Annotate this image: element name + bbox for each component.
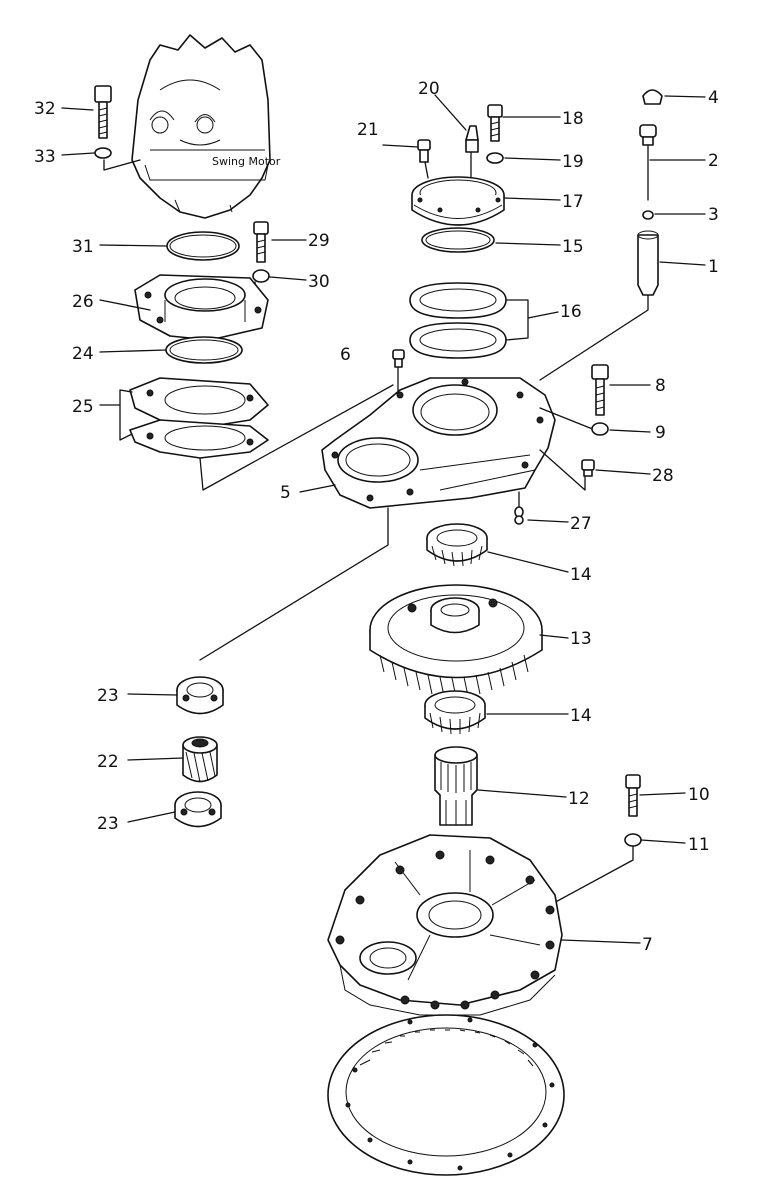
bolt-32 [94,85,112,139]
label-20: 20 [418,79,440,99]
plug-6 [392,349,405,368]
label-5: 5 [280,483,291,503]
label-16: 16 [560,302,582,322]
label-23a: 23 [97,686,119,706]
washer-9 [591,422,609,436]
shim-16 [409,282,507,359]
washer-19 [486,152,504,164]
shaft-12 [434,746,478,826]
leader-11-to-housing [549,845,634,906]
label-leaders [61,94,706,944]
leader-1-to-case [539,294,649,381]
label-14a: 14 [570,565,592,585]
washer-11 [624,833,642,847]
motor-caption: Swing Motor [212,155,281,168]
leader-28 [539,449,586,491]
label-27: 27 [570,514,592,534]
washer-33 [94,147,112,159]
bolt-29 [253,221,269,263]
washer-30 [252,269,270,283]
ring-gear [327,1014,565,1176]
label-21: 21 [357,120,379,140]
shim-25 [129,377,269,459]
leader-23-to-case [199,507,389,661]
o-ring-24 [165,336,243,364]
label-6: 6 [340,345,351,365]
label-2: 2 [708,151,719,171]
plug-28 [581,459,595,477]
bearing-23-lower [174,791,222,828]
label-29: 29 [308,231,330,251]
cap-17 [411,176,505,226]
label-9: 9 [655,423,666,443]
label-32: 32 [34,99,56,119]
label-1: 1 [708,257,719,277]
label-31: 31 [72,237,94,257]
dipstick-2 [639,124,657,201]
label-19: 19 [562,152,584,172]
case-5 [321,377,556,509]
leader-9 [539,407,601,433]
label-33: 33 [34,147,56,167]
part-number-labels: 32 33 31 26 24 25 29 30 21 20 18 19 17 1… [34,79,719,955]
label-11: 11 [688,835,710,855]
cap-4 [642,89,663,105]
label-13: 13 [570,629,592,649]
bolt-10 [625,774,641,817]
o-ring-3 [642,210,654,220]
label-18: 18 [562,109,584,129]
plug-27 [514,506,524,525]
pinion-22 [182,736,218,783]
label-7: 7 [642,935,653,955]
label-14b: 14 [570,706,592,726]
label-17: 17 [562,192,584,212]
o-ring-31 [166,231,240,261]
pipe-1 [637,230,659,296]
leader-33-motor [103,159,141,171]
label-3: 3 [708,205,719,225]
bearing-14-lower [424,690,486,735]
bearing-14-upper [426,523,488,567]
label-23b: 23 [97,814,119,834]
bolt-18 [487,104,503,142]
housing-7 [327,834,563,1016]
fitting-20 [465,125,479,153]
label-25: 25 [72,397,94,417]
label-12: 12 [568,789,590,809]
gear-13 [369,584,543,698]
leader-25-to-case [199,384,394,491]
label-15: 15 [562,237,584,257]
label-30: 30 [308,272,330,292]
leader-21 [424,161,429,179]
label-24: 24 [72,344,94,364]
bolt-8 [591,364,609,416]
label-28: 28 [652,466,674,486]
plug-21 [417,139,431,163]
label-22: 22 [97,752,119,772]
swing-motor: Swing Motor [131,34,281,219]
flange-26 [134,274,269,341]
o-ring-15 [421,227,495,253]
label-4: 4 [708,88,719,108]
label-8: 8 [655,376,666,396]
label-10: 10 [688,785,710,805]
label-26: 26 [72,292,94,312]
bearing-23-upper [176,676,224,715]
